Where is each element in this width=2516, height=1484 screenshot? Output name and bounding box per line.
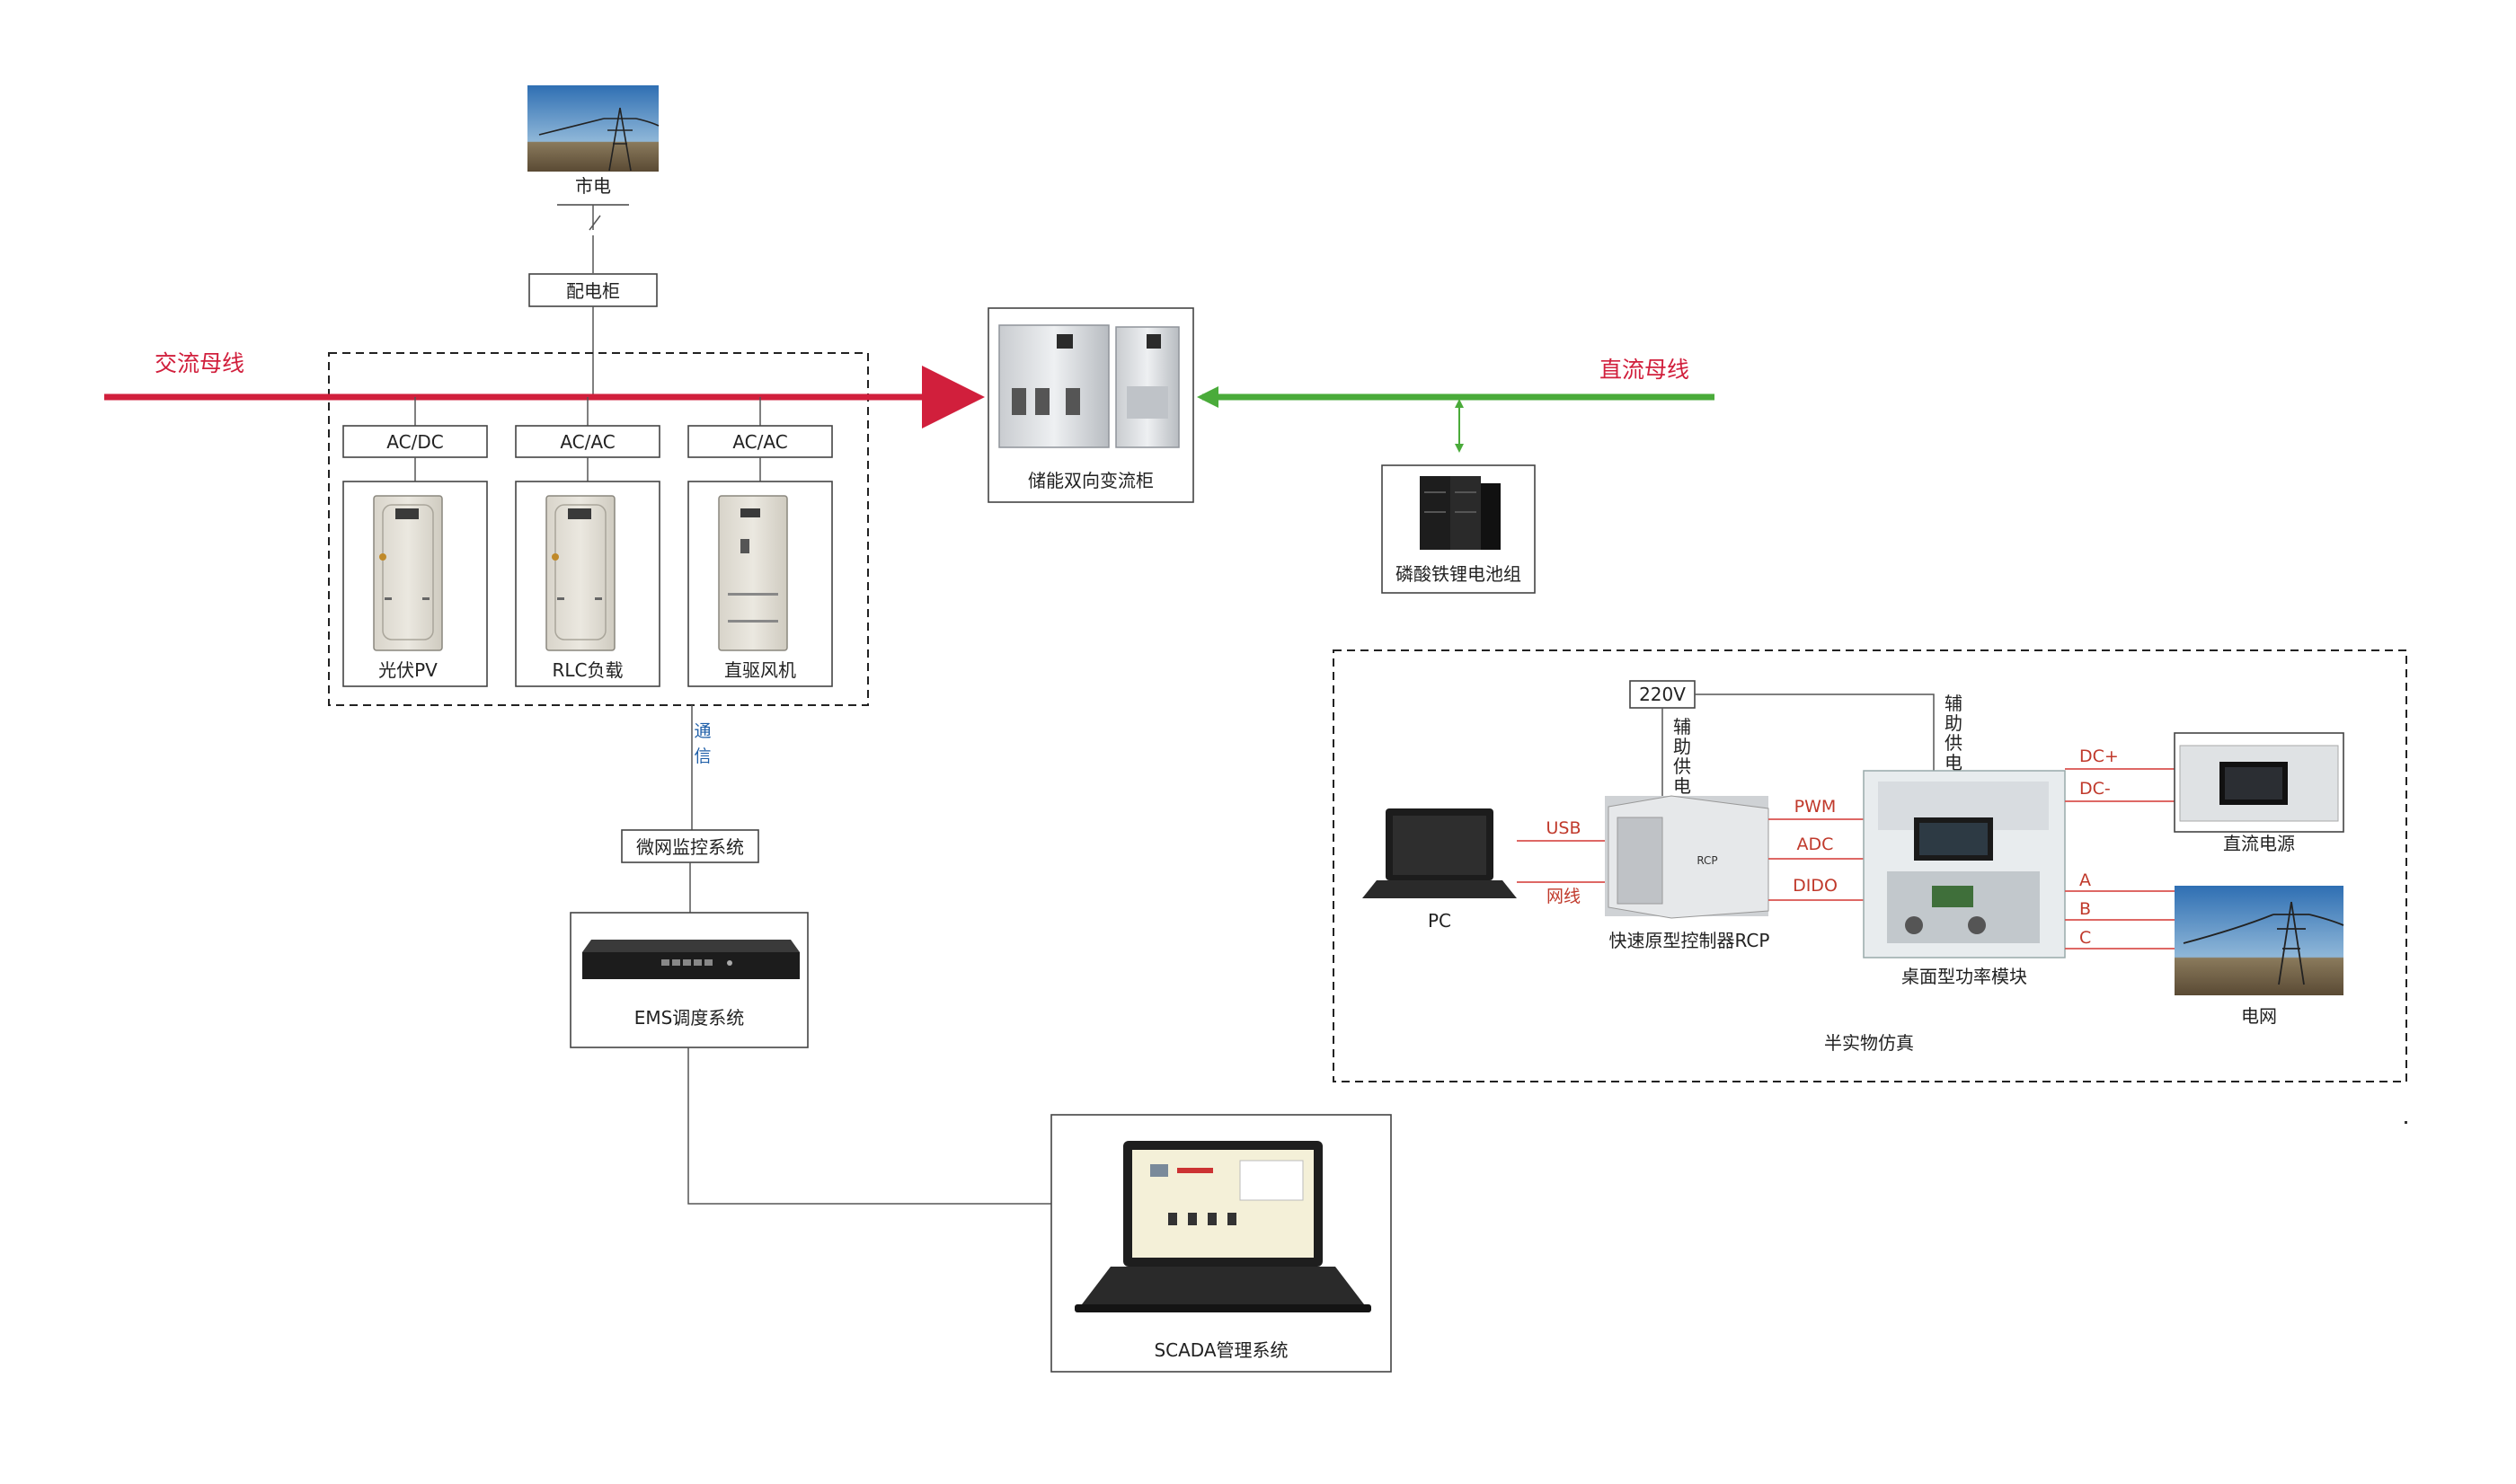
v220-label: 220V [1639, 684, 1686, 705]
rcp-controller-icon: RCP [1605, 795, 1769, 919]
phase-b-label: B [2079, 899, 2091, 919]
dc-source-label: 直流电源 [2223, 833, 2295, 854]
rcp-label: 快速原型控制器RCP [1609, 930, 1770, 951]
aux2-char-1: 辅 [1945, 693, 1962, 714]
net-label: 网线 [1546, 887, 1581, 906]
power-module-icon [1863, 770, 2066, 958]
converter-box [342, 425, 488, 458]
pc-label: PC [1428, 910, 1451, 932]
scada-label: SCADA管理系统 [1154, 1339, 1288, 1361]
router-icon [582, 940, 800, 979]
converter-box [515, 425, 660, 458]
v220-box [1629, 680, 1696, 709]
aux2-char-3: 供 [1945, 732, 1962, 754]
distribution-cabinet-box [528, 273, 658, 307]
transmission-tower-icon [2183, 901, 2344, 985]
inverter-cabinet-icon [998, 324, 1180, 448]
microgrid-monitor-label: 微网监控系统 [636, 836, 744, 858]
electrical-cabinet-icon [545, 495, 616, 651]
ac-group-border [328, 352, 869, 706]
device-label-wind: 直驱风机 [724, 659, 796, 681]
ac-bus-label: 交流母线 [155, 350, 244, 376]
usb-label: USB [1546, 818, 1581, 838]
battery-label: 磷酸铁锂电池组 [1395, 563, 1521, 585]
power-module-label: 桌面型功率模块 [1901, 966, 2027, 987]
ems-box [570, 912, 809, 1048]
grid-image [2175, 886, 2344, 995]
dido-label: DIDO [1793, 876, 1838, 896]
svg-text:RCP: RCP [1697, 854, 1717, 867]
transmission-tower-icon [538, 107, 660, 172]
battery-rack-icon [1420, 476, 1501, 550]
distribution-cabinet-label: 配电柜 [566, 280, 620, 302]
hil-title: 半实物仿真 [1824, 1032, 1914, 1054]
microgrid-monitor-box [621, 829, 759, 863]
phase-c-label: C [2079, 928, 2091, 948]
comm-char-2: 信 [694, 746, 711, 766]
aux2-char-4: 电 [1945, 752, 1962, 773]
aux1-char-4: 电 [1673, 775, 1691, 797]
mains-label: 市电 [575, 175, 611, 197]
stray-dot [2405, 1121, 2407, 1124]
dc-power-supply-icon [2179, 745, 2339, 822]
ems-label: EMS调度系统 [634, 1007, 745, 1029]
device-label-pv: 光伏PV [378, 659, 438, 681]
aux1-char-2: 助 [1673, 736, 1691, 757]
bidirectional-arrow [1455, 399, 1464, 453]
laptop-icon [1362, 808, 1517, 898]
electrical-cabinet-icon [373, 495, 443, 651]
pcs-label: 储能双向变流柜 [1028, 470, 1154, 491]
device-label-rlc: RLC负载 [552, 659, 623, 681]
laptop-icon [1075, 1141, 1371, 1312]
converter-label: AC/AC [732, 431, 787, 453]
mains-image [527, 85, 660, 172]
comm-char-1: 通 [694, 721, 711, 741]
dc-minus-label: DC- [2079, 779, 2111, 799]
dc-bus-arrowhead [1197, 386, 1218, 408]
aux2-line [1695, 693, 1935, 771]
electrical-cabinet-icon [718, 495, 788, 651]
dc-bus-label: 直流母线 [1599, 357, 1689, 383]
converter-label: AC/AC [560, 431, 615, 453]
adc-label: ADC [1797, 835, 1834, 854]
ems-to-scada-line [687, 1047, 1051, 1205]
grid-label: 电网 [2241, 1005, 2277, 1027]
converter-label: AC/DC [386, 431, 443, 453]
dc-plus-label: DC+ [2079, 746, 2119, 766]
aux1-char-1: 辅 [1673, 716, 1691, 738]
phase-a-label: A [2079, 870, 2091, 890]
hil-border [1333, 649, 2407, 1082]
pwm-label: PWM [1794, 797, 1837, 817]
switch-symbol [589, 205, 601, 273]
aux2-char-2: 助 [1945, 712, 1962, 734]
aux1-char-3: 供 [1673, 755, 1691, 777]
